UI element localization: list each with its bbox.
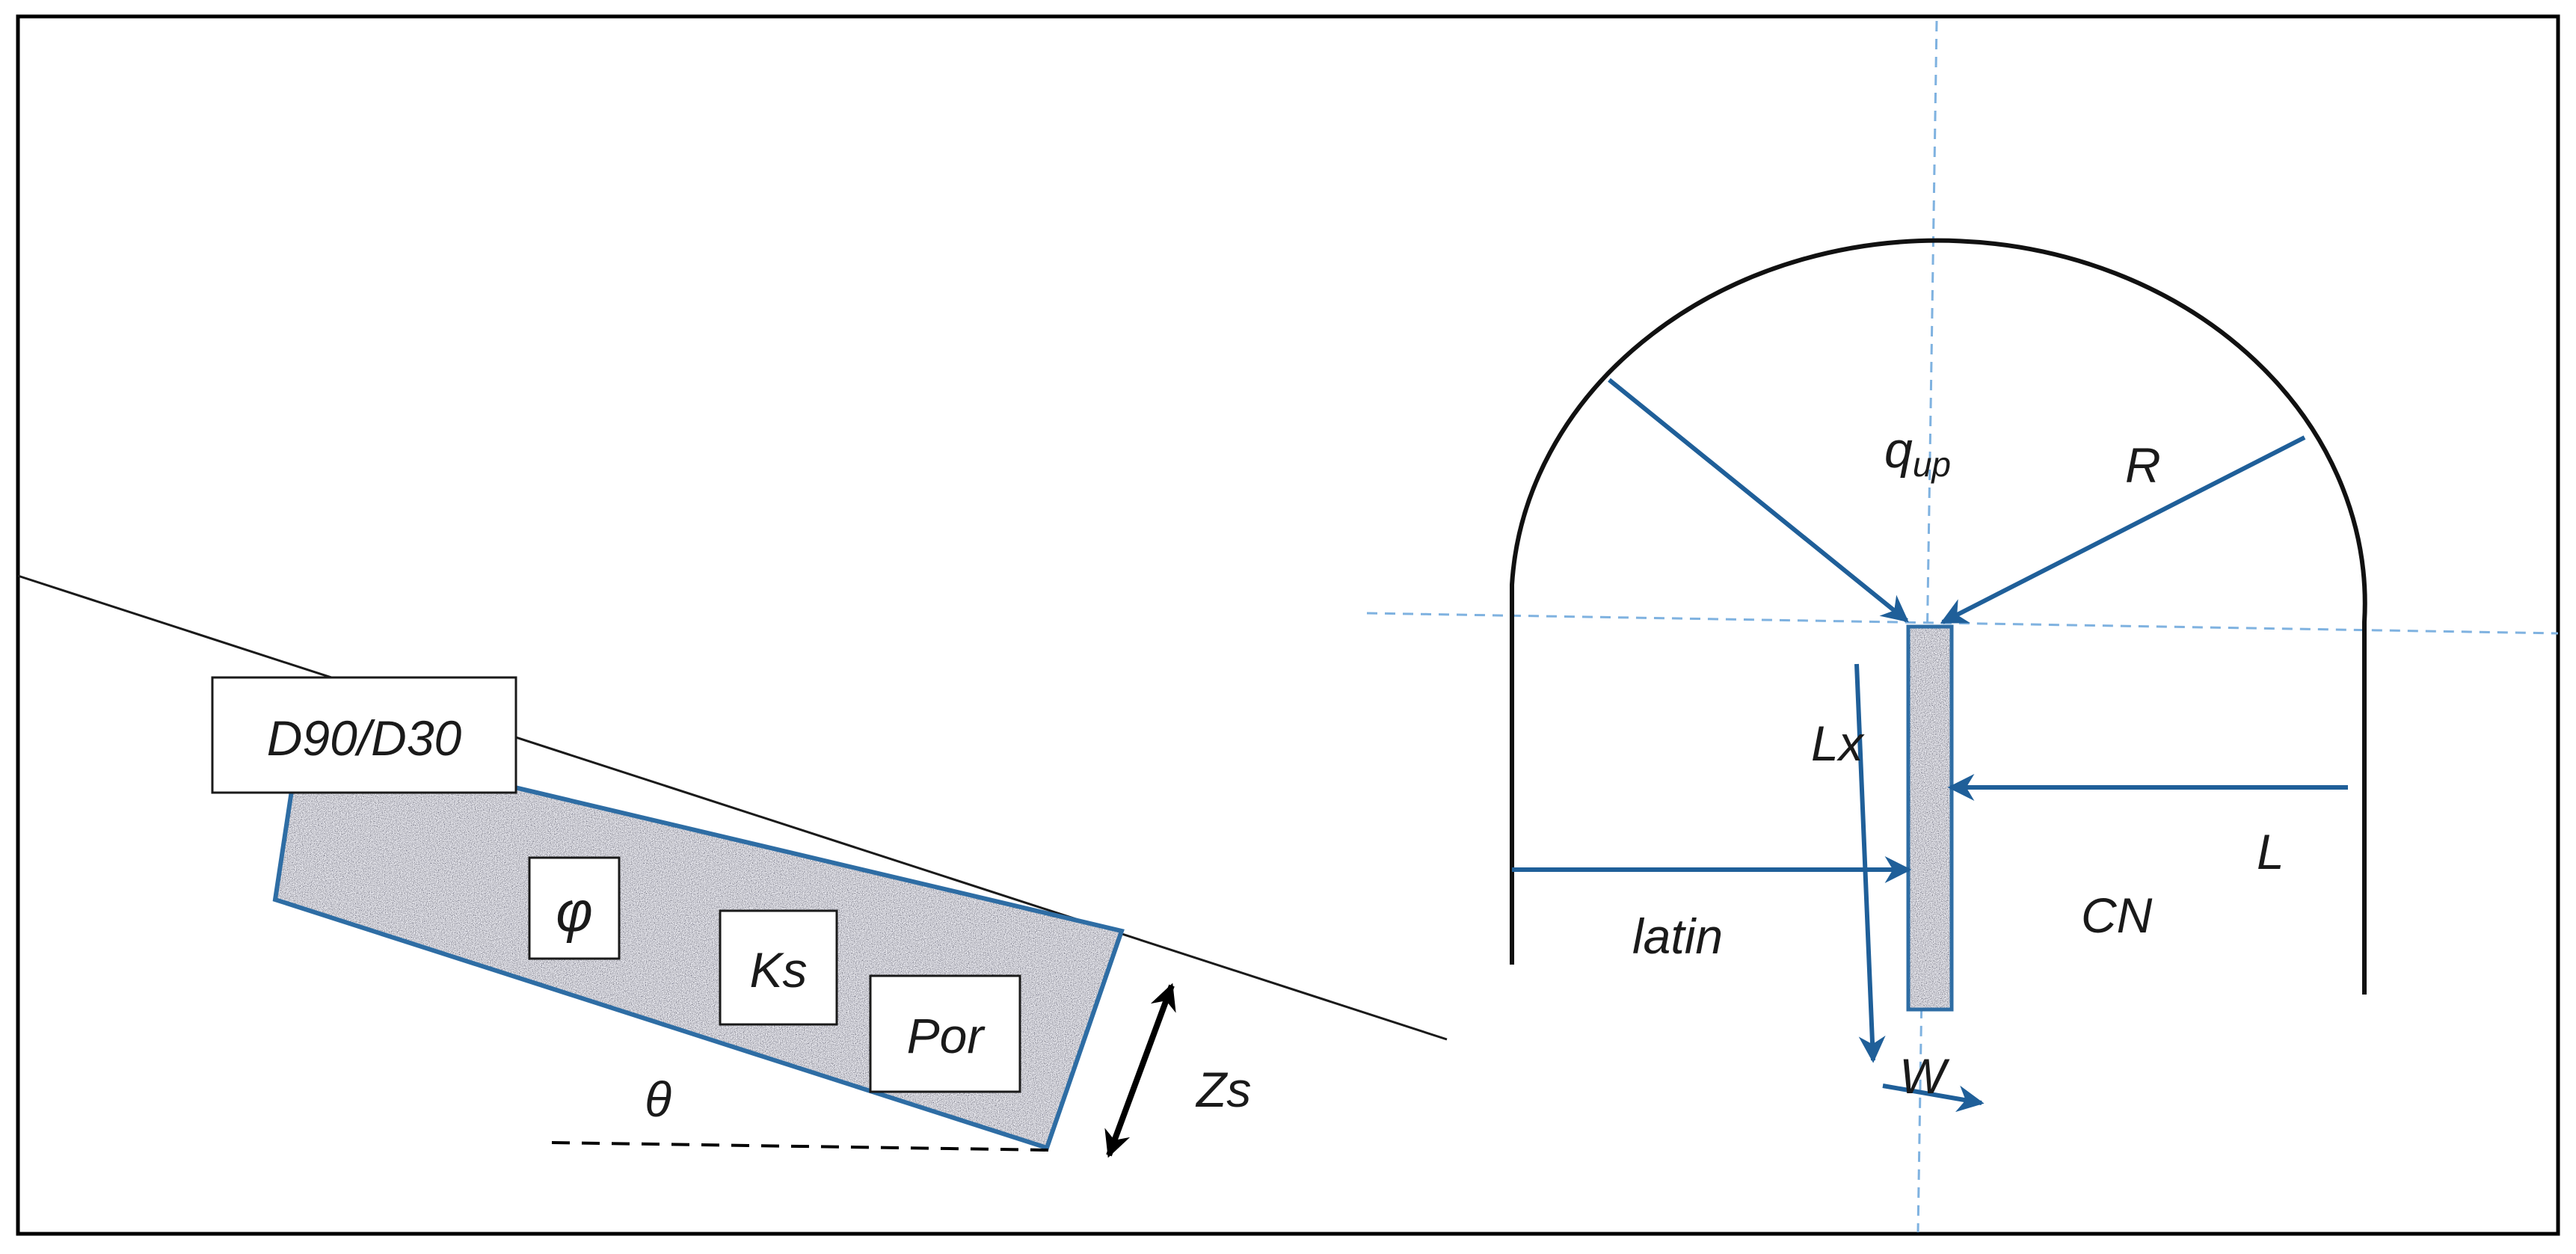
label-lx: Lx: [1811, 716, 1865, 771]
channel-bar: [1906, 624, 1954, 1012]
left-panel: D90/D30 φ Ks Por θ Zs: [17, 574, 1448, 1158]
hillslope-outline: [1510, 238, 2367, 995]
label-q-main: q: [1884, 422, 1913, 479]
label-por: Por: [907, 1008, 986, 1063]
label-ks: Ks: [749, 942, 807, 998]
zs-double-arrow: [1104, 983, 1176, 1158]
label-box-phi: φ: [528, 856, 621, 960]
label-phi: φ: [556, 880, 593, 944]
label-w: W: [1899, 1048, 1950, 1104]
arrow-r-left: [1608, 378, 1909, 623]
label-d90-d30: D90/D30: [267, 710, 462, 766]
theta-reference-dashed-line: [551, 1141, 1049, 1152]
label-box-ks: Ks: [719, 909, 838, 1026]
label-box-d90-d30: D90/D30: [211, 676, 517, 794]
outer-frame: [16, 14, 2560, 1236]
soil-block-border: [272, 734, 1125, 1151]
label-box-por: Por: [869, 974, 1021, 1093]
label-q-up: qup: [1884, 422, 1951, 484]
arrow-lx: [1854, 663, 1886, 1063]
label-r: R: [2125, 437, 2161, 493]
horizontal-guide-dashed-line: [1366, 612, 2559, 635]
label-l: L: [2257, 824, 2284, 879]
arrow-r-right: [1940, 435, 2306, 624]
label-theta: θ: [645, 1072, 671, 1127]
vertical-guide-dashed-line: [1916, 20, 1938, 1233]
arrow-w: [1882, 1084, 1985, 1113]
label-q-subscript: up: [1913, 445, 1951, 484]
slope-surface-line: [17, 574, 1448, 1041]
label-latin: latin: [1632, 909, 1723, 964]
label-zs: Zs: [1195, 1062, 1251, 1117]
label-cn: CN: [2081, 888, 2153, 943]
right-panel: qup R Lx L latin CN W: [1366, 20, 2559, 1233]
